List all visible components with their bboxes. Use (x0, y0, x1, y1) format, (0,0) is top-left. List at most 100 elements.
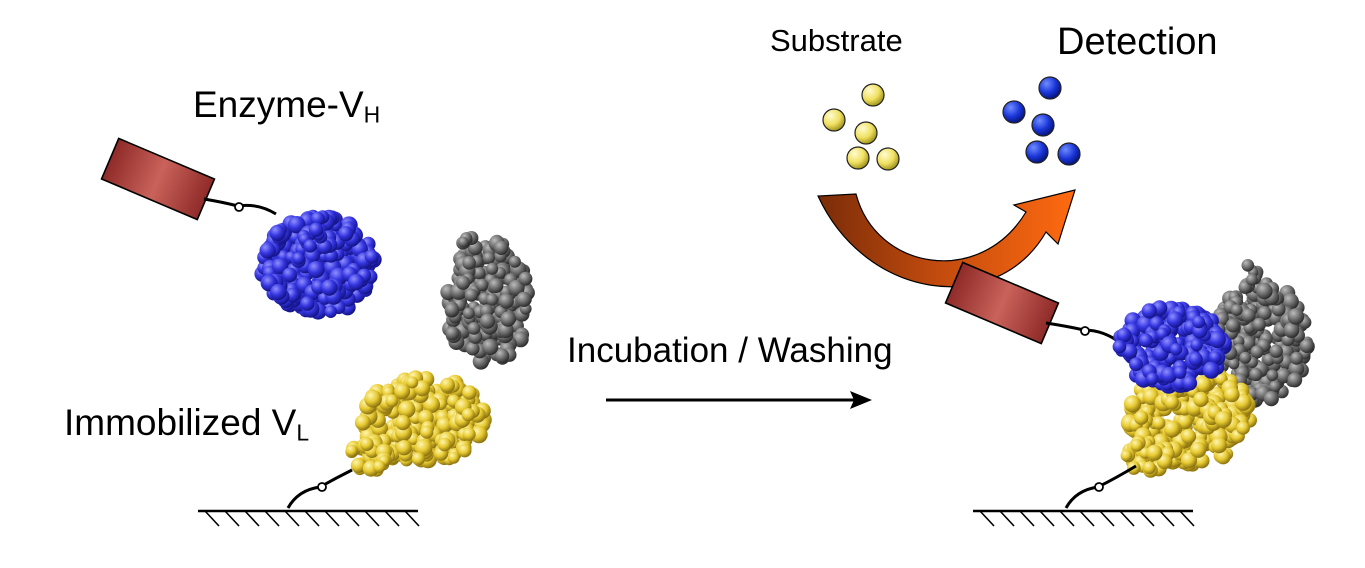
atom-sphere (1241, 259, 1255, 272)
atom-sphere (481, 338, 499, 356)
atom-sphere (364, 390, 382, 408)
atom-sphere (1275, 368, 1292, 384)
molecule-dot (1025, 140, 1049, 164)
atom-sphere (518, 271, 533, 286)
atom-sphere (1182, 375, 1198, 391)
atom-sphere (462, 307, 475, 320)
atom-sphere (414, 380, 431, 397)
atom-sphere (414, 439, 433, 457)
hatch-mark (244, 510, 260, 527)
atom-sphere (444, 302, 460, 317)
atom-sphere (348, 273, 365, 291)
atom-sphere (500, 311, 516, 327)
surface-left (198, 509, 420, 527)
molecule-dot (846, 146, 870, 170)
atom-sphere (423, 396, 440, 413)
hatch-mark (324, 510, 340, 527)
atom-sphere (1190, 441, 1207, 458)
atom-sphere (398, 400, 416, 419)
atom-sphere (1202, 361, 1220, 379)
atom-sphere (1139, 333, 1153, 348)
hatch-mark (344, 510, 360, 527)
hatch-mark (204, 510, 220, 527)
antigen-left (440, 231, 535, 370)
atom-sphere (360, 437, 374, 452)
antigen-right (1209, 259, 1315, 409)
molecule-dot (854, 121, 878, 145)
atom-sphere (1181, 428, 1197, 444)
atom-sphere (447, 451, 460, 464)
atom-sphere (1257, 306, 1272, 321)
atom-sphere (1190, 338, 1203, 352)
atom-sphere (462, 427, 476, 441)
atom-sphere (1146, 372, 1159, 385)
atom-sphere (338, 226, 354, 242)
vh-domain-right (1112, 300, 1232, 394)
process-arrow (606, 391, 872, 409)
atom-sphere (394, 383, 411, 400)
hatch-mark (1139, 510, 1155, 527)
atom-sphere (1224, 386, 1240, 403)
atom-sphere (456, 275, 471, 290)
atom-sphere (479, 313, 496, 329)
surface-right (973, 509, 1195, 527)
process-label: Incubation / Washing (567, 331, 893, 370)
atom-sphere (465, 341, 480, 356)
molecule-dot (1031, 113, 1055, 137)
atom-sphere (1141, 303, 1157, 319)
reaction-arrow (817, 189, 1076, 288)
atom-sphere (310, 211, 325, 226)
atom-sphere (458, 236, 469, 248)
linker-knot-left (234, 202, 244, 212)
atom-sphere (1256, 282, 1273, 300)
enzyme-block-left (100, 137, 216, 221)
atom-sphere (1211, 437, 1227, 454)
atom-sphere (1192, 315, 1206, 329)
atom-sphere (364, 249, 379, 264)
atom-sphere (282, 267, 298, 283)
atom-sphere (1239, 351, 1252, 364)
atom-sphere (498, 293, 514, 309)
hatch-mark (1079, 510, 1095, 527)
atom-sphere (1169, 343, 1183, 356)
atom-sphere (1241, 308, 1256, 323)
atom-sphere (350, 457, 366, 473)
atom-sphere (1122, 343, 1138, 359)
atom-sphere (457, 443, 472, 458)
atom-sphere (1234, 393, 1252, 411)
atom-sphere (482, 251, 495, 265)
molecule-dot (861, 83, 885, 107)
atom-sphere (1188, 352, 1203, 367)
atom-sphere (1116, 327, 1132, 343)
atom-sphere (1266, 369, 1279, 382)
vh-domain-left (254, 209, 382, 320)
atom-sphere (1269, 380, 1281, 393)
enzyme-vh-label: Enzyme-VH (193, 84, 381, 128)
hatch-mark (364, 510, 380, 527)
atom-sphere (461, 408, 475, 422)
atom-sphere (462, 255, 476, 270)
atom-sphere (1180, 452, 1198, 469)
hatch-mark (999, 510, 1015, 527)
molecule-dot (1057, 142, 1081, 166)
atom-sphere (1269, 344, 1283, 358)
atom-sphere (1193, 391, 1209, 407)
hatch-mark (1119, 510, 1135, 527)
atom-sphere (516, 291, 532, 307)
substrate-molecules (822, 83, 900, 171)
atom-sphere (1236, 421, 1250, 435)
atom-sphere (1290, 351, 1304, 365)
atom-sphere (345, 444, 358, 457)
atom-sphere (1112, 339, 1127, 354)
linker-knot-surface-left (317, 482, 327, 492)
atom-sphere (1214, 410, 1232, 428)
atom-sphere (292, 252, 305, 265)
hatch-mark (384, 510, 400, 527)
atom-sphere (395, 415, 411, 431)
atom-sphere (1209, 351, 1222, 364)
immobilized-vl-subscript: L (296, 419, 310, 446)
hatch-mark (1179, 510, 1195, 527)
atom-sphere (385, 394, 399, 408)
atom-sphere (303, 239, 317, 253)
